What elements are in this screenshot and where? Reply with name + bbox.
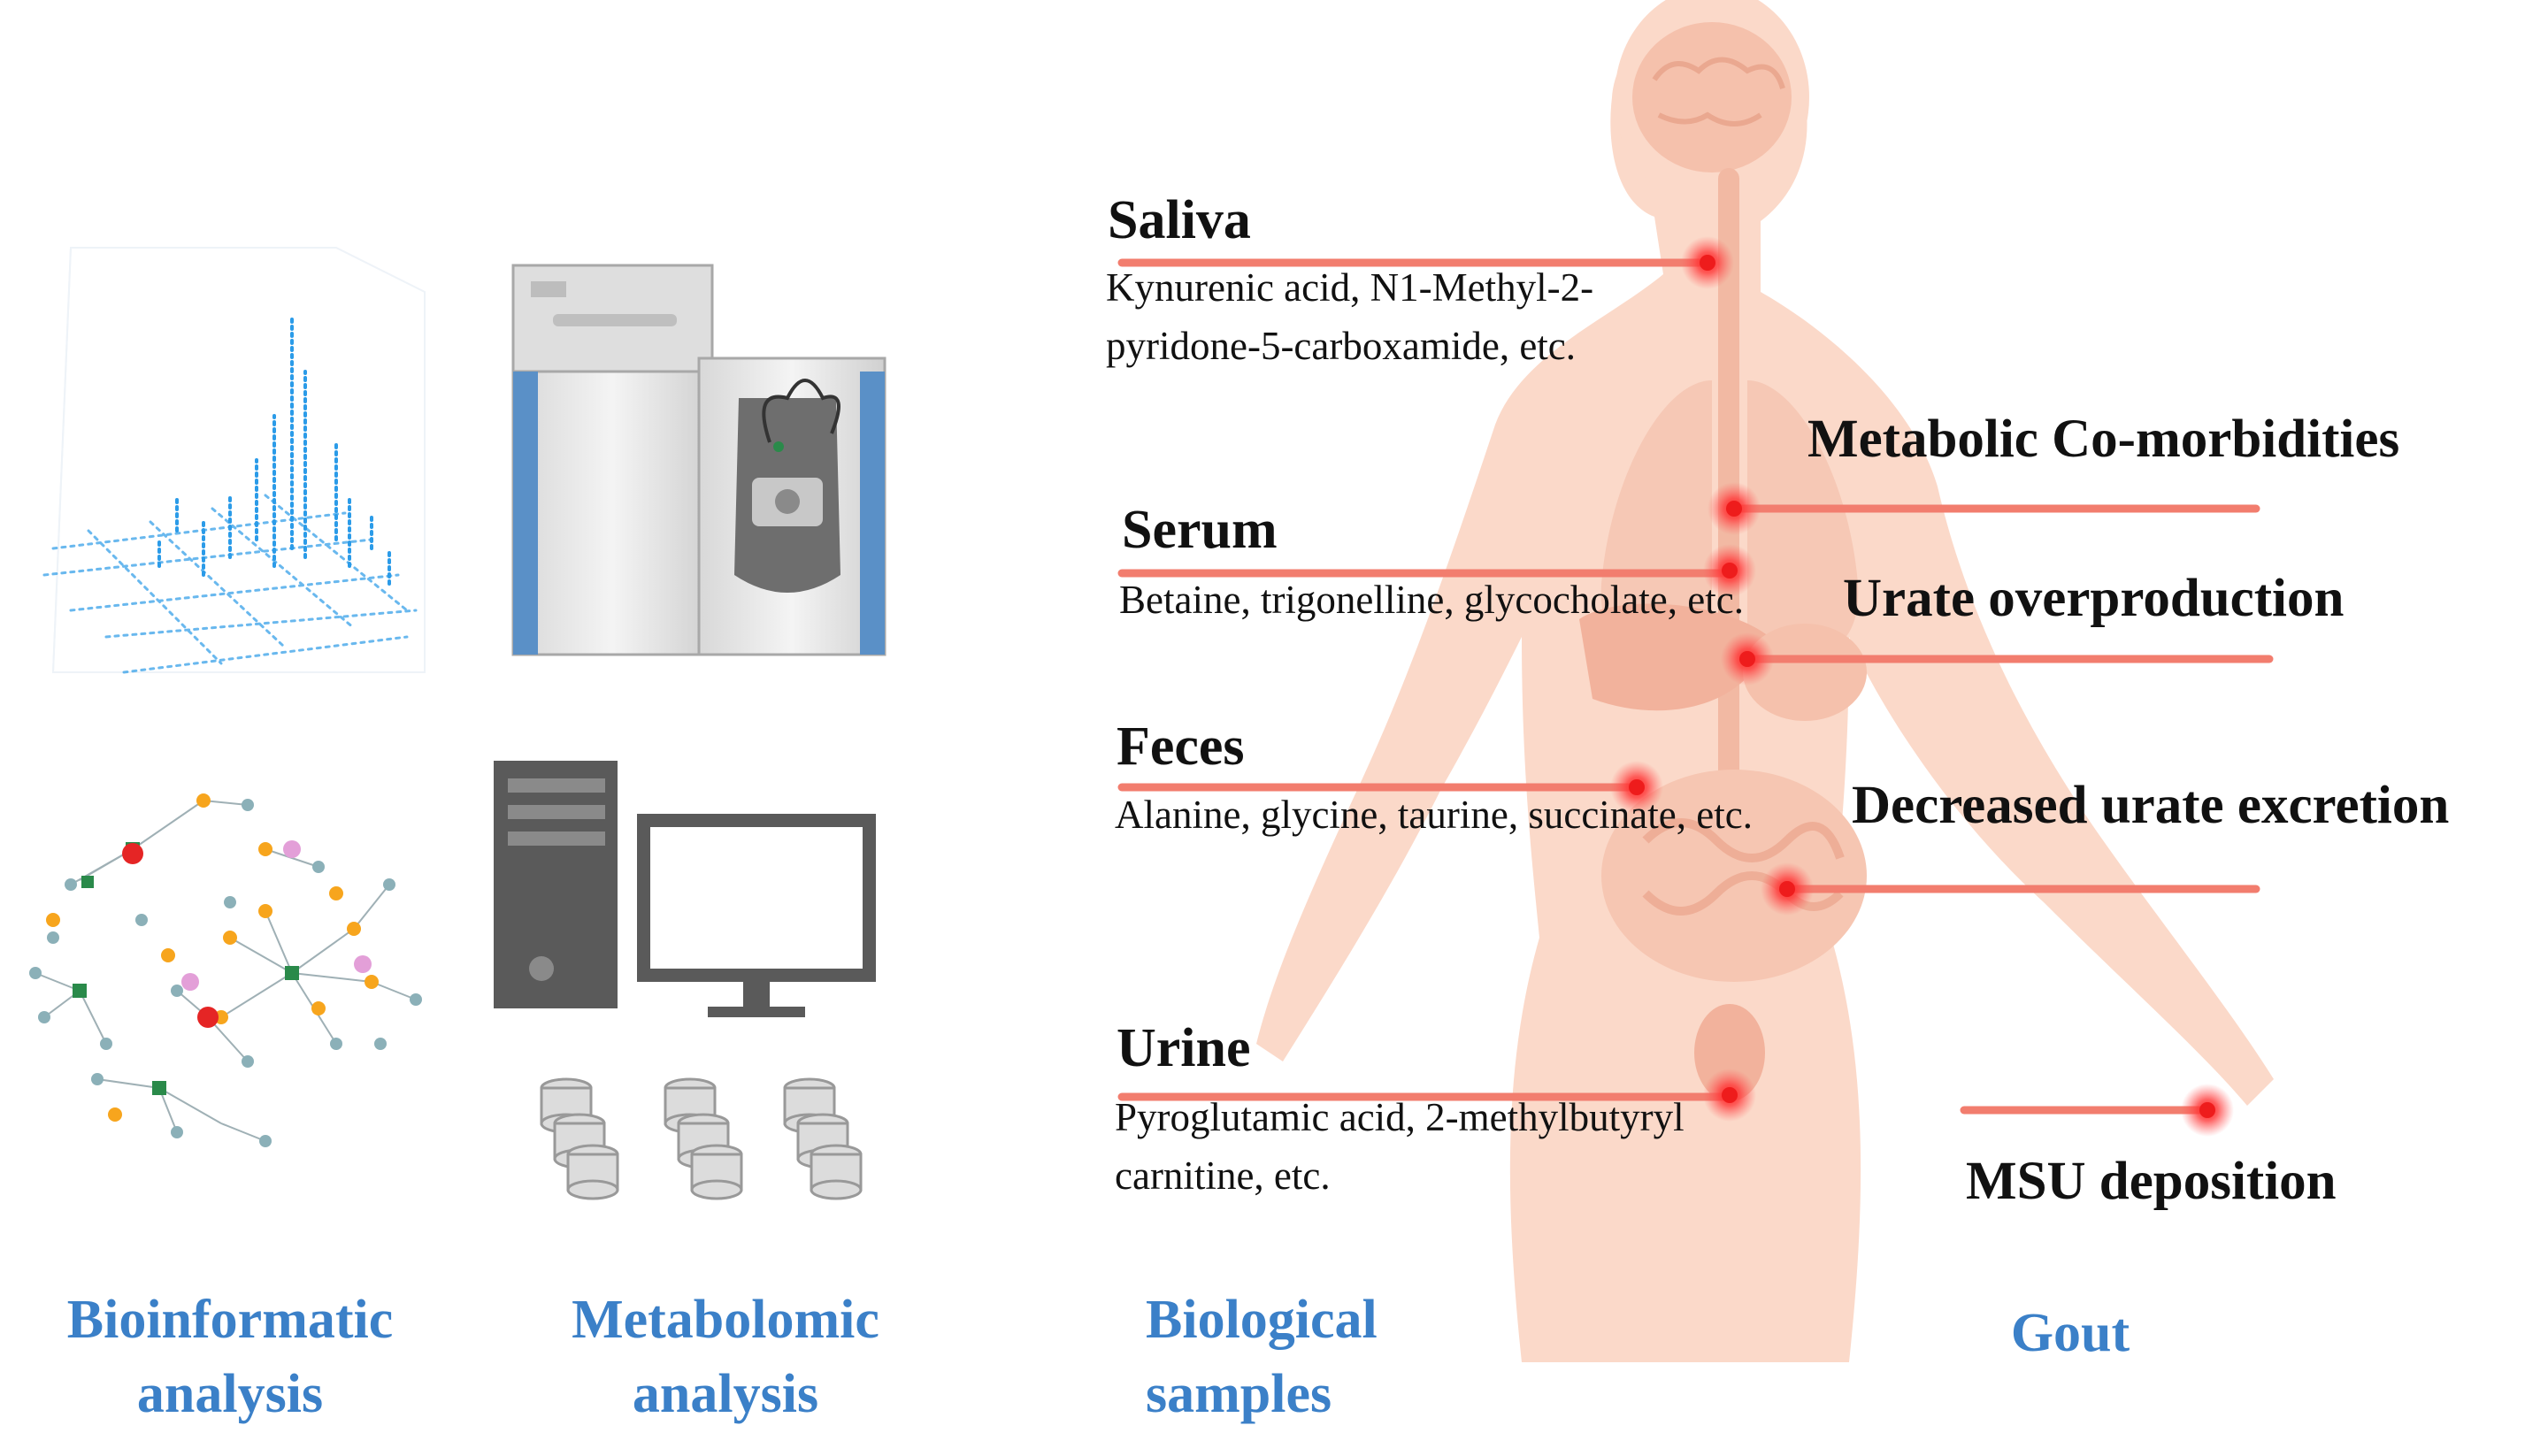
caption-biological-samples: Biological samples — [1146, 1290, 1378, 1424]
sample-name-feces: Feces — [1117, 717, 1245, 777]
human-body-illustration — [1256, 0, 2274, 1362]
sample-name-serum: Serum — [1122, 500, 1278, 560]
sample-metabolites-urine: Pyroglutamic acid, 2-methylbutyryl carni… — [1115, 1095, 1685, 1198]
computer-icon — [494, 761, 876, 1017]
factor-metabolic-comorbidities: Metabolic Co-morbidities — [1807, 410, 2400, 469]
database-icons — [540, 1077, 863, 1200]
caption-bioinformatic-analysis: Bioinformatic analysis — [66, 1290, 394, 1424]
caption-metabolomic-analysis: Metabolomic analysis — [572, 1290, 879, 1424]
factor-urate-overproduction: Urate overproduction — [1843, 569, 2345, 628]
sample-metabolites-serum: Betaine, trigonelline, glycocholate, etc… — [1119, 578, 1744, 622]
sample-connectors — [1117, 258, 1734, 1101]
factor-decreased-urate-excretion: Decreased urate excretion — [1852, 776, 2450, 835]
spectrum-plot-icon — [42, 247, 426, 674]
sample-name-urine: Urine — [1117, 1018, 1251, 1078]
factor-msu-deposition: MSU deposition — [1966, 1152, 2337, 1211]
mass-spectrometer-icon — [511, 264, 886, 656]
network-graph-icon — [29, 793, 422, 1147]
sample-metabolites-feces: Alanine, glycine, taurine, succinate, et… — [1115, 793, 1753, 837]
sample-name-saliva: Saliva — [1108, 190, 1251, 250]
gout-connectors — [1730, 504, 2274, 1115]
marker-dots — [1610, 236, 2234, 1137]
caption-gout: Gout — [2010, 1303, 2130, 1363]
sample-metabolites-saliva: Kynurenic acid, N1-Methyl-2-pyridone-5-c… — [1106, 265, 1594, 368]
